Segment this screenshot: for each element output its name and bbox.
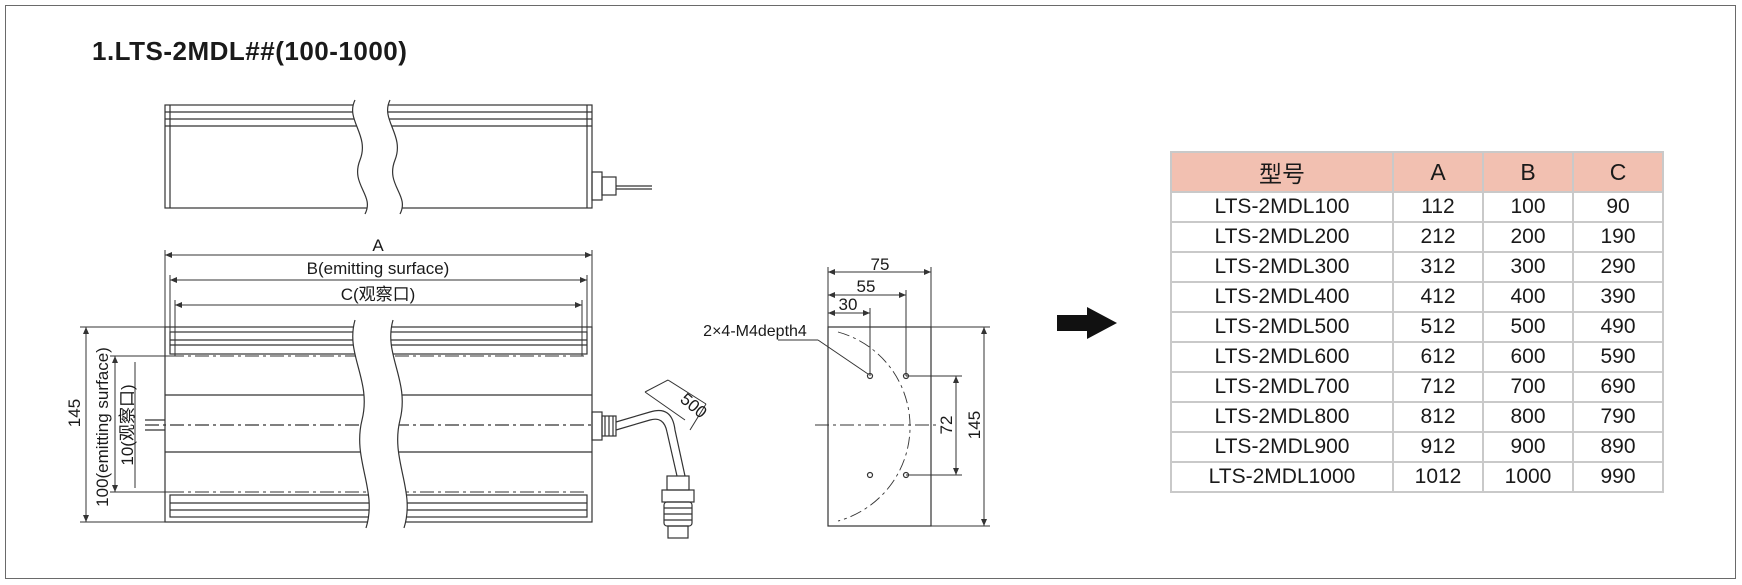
cell-b: 200 [1482,221,1574,253]
table-header-row: 型号 A B C [1170,151,1664,193]
dim-label-72: 72 [937,416,956,435]
cell-c: 390 [1572,281,1664,313]
cell-a: 912 [1392,431,1484,463]
cell-a: 612 [1392,341,1484,373]
dim-label-100: 100(emitting surface) [93,347,112,507]
side-view [815,326,940,527]
cell-c: 690 [1572,371,1664,403]
cell-c: 590 [1572,341,1664,373]
cell-model: LTS-2MDL1000 [1170,461,1394,493]
cell-b: 600 [1482,341,1574,373]
dim-label-145-left: 145 [65,399,84,427]
header-b: B [1482,151,1574,193]
cell-b: 800 [1482,401,1574,433]
dim-label-145-right: 145 [965,411,984,439]
page-title: 1.LTS-2MDL##(100-1000) [92,36,408,66]
cell-a: 212 [1392,221,1484,253]
cell-c: 890 [1572,431,1664,463]
cell-a: 1012 [1392,461,1484,493]
front-dimensions [80,250,707,523]
cell-model: LTS-2MDL700 [1170,371,1394,403]
cell-c: 490 [1572,311,1664,343]
header-model: 型号 [1170,151,1394,193]
side-dimensions [778,267,990,527]
cell-model: LTS-2MDL100 [1170,191,1394,223]
cell-a: 712 [1392,371,1484,403]
cell-b: 100 [1482,191,1574,223]
dim-label-55: 55 [857,277,876,296]
cell-c: 290 [1572,251,1664,283]
dim-label-holes: 2×4-M4depth4 [703,323,807,340]
cell-b: 1000 [1482,461,1574,493]
dim-label-b: B(emitting surface) [307,259,450,278]
cell-b: 900 [1482,431,1574,463]
cell-a: 812 [1392,401,1484,433]
top-view-break [352,100,403,214]
header-a: A [1392,151,1484,193]
cell-model: LTS-2MDL600 [1170,341,1394,373]
dim-label-30: 30 [839,295,858,314]
cell-model: LTS-2MDL300 [1170,251,1394,283]
cell-model: LTS-2MDL800 [1170,401,1394,433]
cell-c: 90 [1572,191,1664,223]
cell-model: LTS-2MDL400 [1170,281,1394,313]
cell-a: 312 [1392,251,1484,283]
cell-c: 190 [1572,221,1664,253]
cell-b: 700 [1482,371,1574,403]
cell-b: 400 [1482,281,1574,313]
top-view [164,104,652,209]
dim-label-10: 10(观察口) [118,384,137,465]
dim-label-75: 75 [871,255,890,274]
cell-b: 500 [1482,311,1574,343]
drawing-frame [5,5,1736,579]
cell-model: LTS-2MDL500 [1170,311,1394,343]
front-view-break [352,320,408,528]
cell-model: LTS-2MDL900 [1170,431,1394,463]
cell-a: 412 [1392,281,1484,313]
right-arrow-icon [1057,307,1117,339]
cell-c: 790 [1572,401,1664,433]
header-c: C [1572,151,1664,193]
cell-model: LTS-2MDL200 [1170,221,1394,253]
cell-a: 512 [1392,311,1484,343]
cell-a: 112 [1392,191,1484,223]
cell-c: 990 [1572,461,1664,493]
cable-connector [591,409,695,539]
dim-label-c: C(观察口) [341,285,416,304]
cell-b: 300 [1482,251,1574,283]
dim-label-a: A [372,236,384,255]
